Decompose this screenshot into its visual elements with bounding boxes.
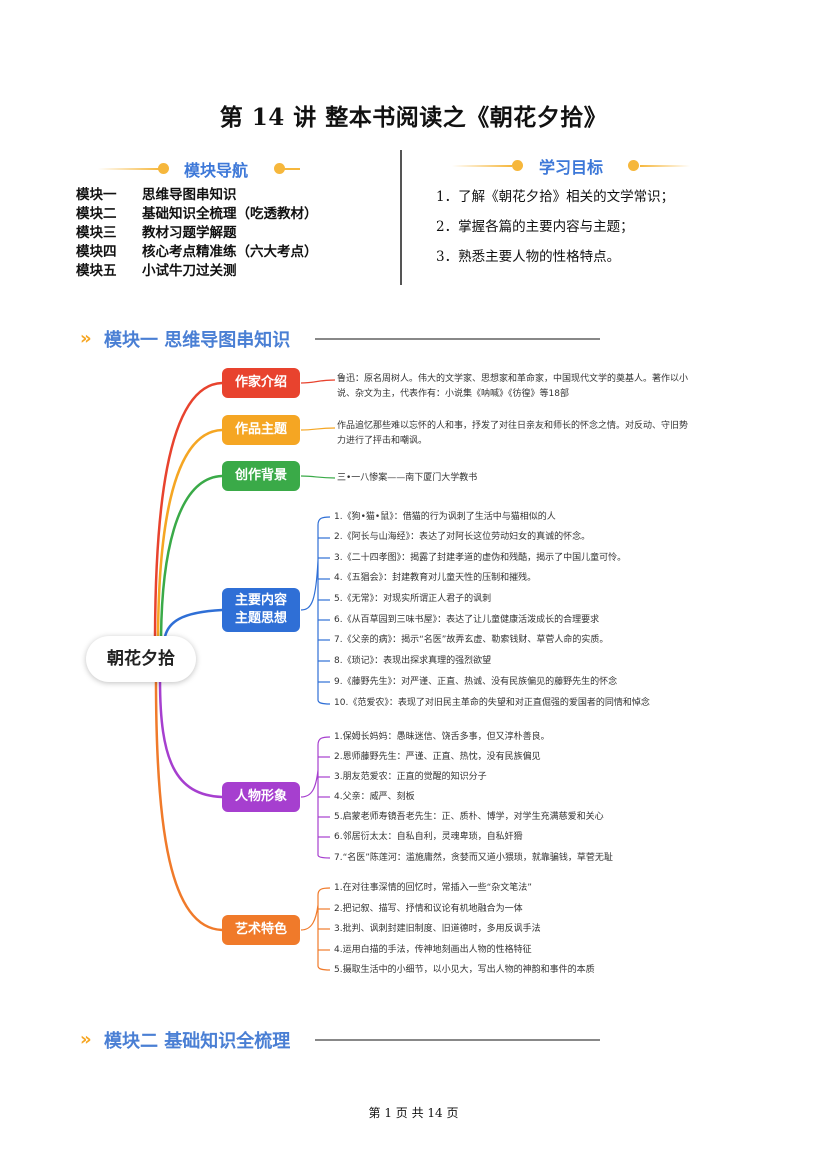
art-item: 5.摄取生活中的小细节，以小见大，写出人物的神韵和事件的本质: [334, 965, 595, 975]
connector-theme: [156, 428, 224, 647]
module-nav-list: 模块一思维导图串知识 模块二基础知识全梳理（吃透教材） 模块三教材习题学解题 模…: [76, 186, 318, 281]
content-item: 4.《五猖会》：封建教育对儿童天性的压制和摧残。: [334, 573, 537, 583]
module1-heading: » 模块一 思维导图串知识: [80, 326, 600, 351]
leaf-line-author: [300, 379, 336, 384]
art-item: 2.把记叙、描写、抒情和议论有机地融合为一体: [334, 904, 523, 914]
page-title: 第 14 讲 整本书阅读之《朝花夕拾》: [219, 104, 608, 131]
leaf-line-art-bracket: [300, 887, 331, 971]
node-content: 主要内容 主题思想: [222, 588, 300, 632]
connector-characters: [158, 678, 224, 799]
nav-heading: 模块导航: [184, 161, 249, 180]
leaf-background: 三•一八惨案——南下厦门大学教书: [337, 473, 478, 483]
module2-title: 模块二 基础知识全梳理: [104, 1031, 291, 1052]
goals-heading-line-left: [452, 165, 512, 167]
node-background: 创作背景: [222, 461, 300, 491]
goals-heading-dot-right: [628, 160, 639, 171]
content-item: 5.《无常》：对现实所谓正人君子的讽刺: [334, 594, 492, 604]
content-item: 3.《二十四孝图》：揭露了封建孝道的虚伪和残酷，揭示了中国儿童可怜。: [334, 553, 627, 563]
art-item: 1.在对往事深情的回忆时，常插入一些“杂文笔法”: [334, 883, 532, 893]
goals-heading-dot-left: [512, 160, 523, 171]
content-item: 9.《藤野先生》：对严谨、正直、热诚、没有民族偏见的藤野先生的怀念: [334, 677, 618, 687]
art-ticks: [318, 908, 330, 951]
character-item: 3.朋友范爱农：正直的觉醒的知识分子: [334, 772, 487, 782]
module2-rule: [315, 1039, 600, 1041]
leaf-line-theme: [300, 427, 336, 431]
node-art: 艺术特色: [222, 915, 300, 945]
goals-heading: 学习目标: [539, 158, 604, 177]
nav-item[interactable]: 模块四核心考点精准练（六大考点）: [76, 244, 318, 260]
nav-heading-line-left: [98, 168, 160, 170]
goal-item: 2．掌握各篇的主要内容与主题；: [436, 219, 634, 235]
node-characters: 人物形象: [222, 782, 300, 812]
module2-heading: » 模块二 基础知识全梳理: [80, 1027, 600, 1052]
nav-item[interactable]: 模块二基础知识全梳理（吃透教材）: [76, 206, 318, 222]
goals-heading-bar: 学习目标: [452, 154, 702, 178]
content-item: 1.《狗•猫•鼠》：借猫的行为讽刺了生活中与猫相似的人: [334, 512, 556, 522]
character-item: 1.保姆长妈妈：愚昧迷信、饶舌多事，但又淳朴善良。: [334, 732, 550, 742]
nav-item[interactable]: 模块一思维导图串知识: [76, 187, 237, 203]
leaf-line-content-bracket: [300, 516, 331, 705]
double-chevron-icon: »: [80, 328, 91, 349]
learning-goals: 1．了解《朝花夕拾》相关的文学常识； 2．掌握各篇的主要内容与主题； 3．熟悉主…: [436, 182, 674, 272]
nav-heading-dot-right: [274, 163, 285, 174]
module1-title: 模块一 思维导图串知识: [104, 330, 291, 351]
character-item: 2.恩师藤野先生：严谨、正直、热忱，没有民族偏见: [334, 752, 541, 762]
goal-item: 3．熟悉主要人物的性格特点。: [436, 249, 621, 265]
characters-ticks: [318, 756, 330, 838]
content-item: 2.《阿长与山海经》：表达了对阿长这位劳动妇女的真诚的怀念。: [334, 532, 591, 542]
content-item: 8.《琐记》：表现出探求真理的强烈欲望: [334, 656, 492, 666]
connector-background: [159, 474, 224, 647]
nav-heading-bar: 模块导航: [98, 157, 300, 181]
mindmap-root: 朝花夕拾: [86, 636, 196, 682]
character-item: 4.父亲：威严、刻板: [334, 792, 415, 802]
node-theme: 作品主题: [222, 415, 300, 445]
node-content-line2: 主题思想: [234, 611, 287, 626]
character-item: 7.“名医”陈莲河：滥施庸然，贪婪而又道小猥琐，就靠骗钱，草菅无耻: [334, 853, 613, 863]
column-divider: [400, 150, 402, 285]
nav-item[interactable]: 模块三教材习题学解题: [76, 225, 237, 241]
node-author: 作家介绍: [222, 368, 300, 398]
content-item: 6.《从百草园到三味书屋》：表达了让儿童健康活泼成长的合理要求: [334, 615, 600, 625]
goal-item: 1．了解《朝花夕拾》相关的文学常识；: [436, 189, 675, 205]
nav-heading-dot-left: [158, 163, 169, 174]
leaf-theme: 作品追忆那些难以忘怀的人和事，抒发了对往日亲友和师长的怀念之情。对反动、守旧势力…: [337, 421, 689, 446]
art-item: 3.批判、讽刺封建旧制度、旧道德时，多用反讽手法: [334, 924, 541, 934]
page-footer: 第 1 页 共 14 页: [368, 1106, 459, 1120]
character-item: 6.邻居衍太太：自私自利，灵魂卑琐，自私奸猾: [334, 832, 523, 842]
nav-heading-line-right: [284, 168, 300, 170]
content-ticks: [318, 537, 330, 683]
art-item: 4.运用白描的手法，传神地刻画出人物的性格特征: [334, 945, 532, 955]
leaf-line-background: [300, 475, 336, 479]
connector-author: [153, 381, 224, 647]
nav-item[interactable]: 模块五小试牛刀过关测: [76, 263, 237, 279]
node-content-line1: 主要内容: [234, 593, 287, 608]
module1-rule: [315, 338, 600, 340]
connector-art: [154, 678, 224, 932]
content-item: 7.《父亲的病》：揭示“名医”故弄玄虚、勒索钱财、草菅人命的实质。: [334, 635, 609, 645]
goals-heading-line-right: [640, 165, 690, 167]
content-item: 10.《范爱农》：表现了对旧民主革命的失望和对正直倔强的爱国者的同情和悼念: [334, 698, 650, 708]
double-chevron-icon: »: [80, 1029, 91, 1050]
leaf-author: 鲁迅：原名周树人。伟大的文学家、思想家和革命家，中国现代文学的奠基人。著作以小说…: [337, 374, 689, 399]
character-item: 5.启蒙老师寿镜吾老先生：正、质朴、博学，对学生充满慈爱和关心: [334, 812, 604, 822]
